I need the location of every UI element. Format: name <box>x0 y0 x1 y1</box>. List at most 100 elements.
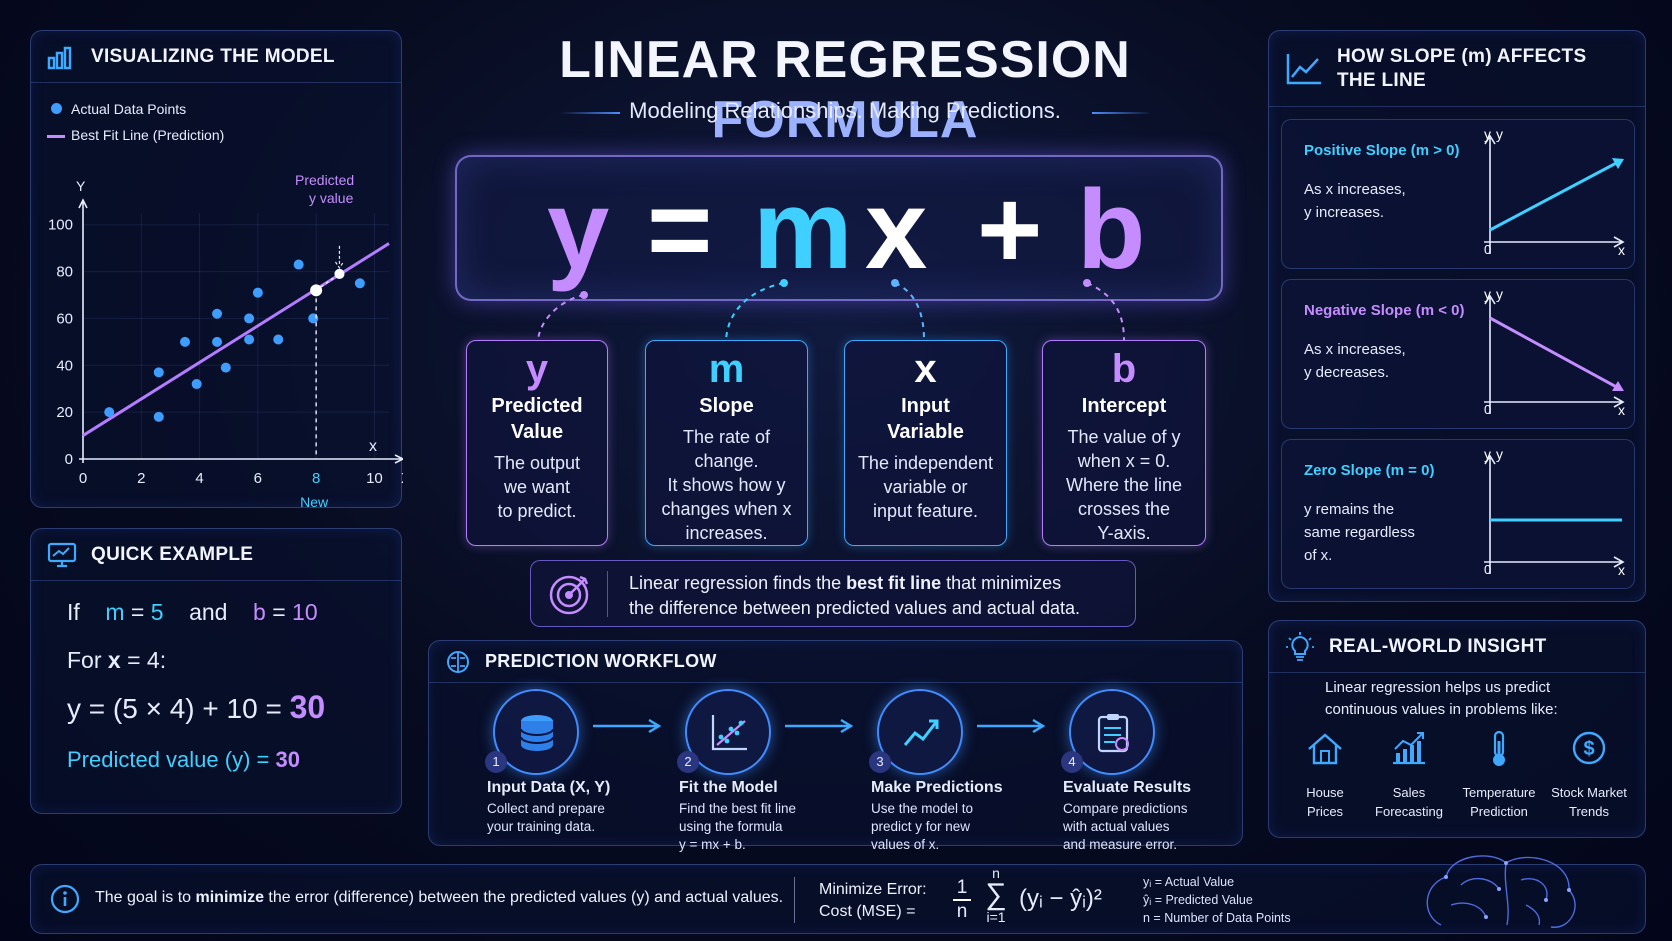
connector-dot-m <box>780 279 788 287</box>
scatter-chart: 0204060801000246810YXxPredictedy valueNe… <box>48 172 403 509</box>
new-input-label: New <box>300 494 329 509</box>
card-title-2: Value <box>510 421 564 443</box>
predicted-label: Predicted <box>295 172 354 188</box>
workflow-header: PREDICTION WORKFLOW <box>429 641 1242 683</box>
quick-example-header: QUICK EXAMPLE <box>31 529 401 581</box>
data-point <box>354 278 365 289</box>
example-m-value: 5 <box>150 599 164 625</box>
workflow-step-circle <box>493 689 579 775</box>
connector-dot-y <box>580 291 588 299</box>
formula-equals: = <box>647 167 713 292</box>
slope-case-title: Zero Slope (m = 0) <box>1304 462 1435 479</box>
workflow-step-title: Make Predictions <box>871 779 1003 796</box>
svg-text:$: $ <box>1583 738 1594 760</box>
card-title: Intercept <box>1081 395 1167 417</box>
slope-case-title: Positive Slope (m > 0) <box>1304 142 1460 159</box>
visualizing-panel: VISUALIZING THE MODEL Actual Data Points… <box>30 30 403 509</box>
brain-chip-icon <box>447 650 469 673</box>
page-subtitle: Modeling Relationships. Making Predictio… <box>629 98 1061 123</box>
data-point <box>180 336 190 347</box>
connector-dot-x <box>891 279 899 287</box>
y-tick-label: 20 <box>56 404 73 421</box>
workflow-step-number: 1 <box>485 751 507 773</box>
insight-item-label: House Prices <box>1306 785 1344 819</box>
insight-item-icon <box>1308 733 1342 765</box>
slope-axis-zero: 0 <box>1484 402 1492 417</box>
card-desc: The value of y when x = 0. Where the lin… <box>1065 427 1183 543</box>
formula-x: x <box>865 167 928 292</box>
data-point <box>244 334 255 345</box>
legend-line-icon <box>47 135 65 138</box>
insight-header: REAL-WORLD INSIGHT <box>1269 621 1645 673</box>
slope-axis-y: y <box>1484 286 1491 302</box>
example-calc: y = (5 × 4) + 10 = 30 <box>67 689 326 725</box>
workflow-step-circle <box>685 689 771 775</box>
card-intercept: b Intercept The value of y when x = 0. W… <box>1042 340 1206 546</box>
x-tick-label: 2 <box>137 470 145 487</box>
card-title-2: Variable <box>887 421 964 443</box>
data-point <box>191 379 202 390</box>
connector-x <box>894 282 925 341</box>
info-icon <box>50 884 80 914</box>
slope-axis-y: y <box>1484 126 1491 142</box>
insight-item: Temperature Prediction <box>1449 729 1549 821</box>
workflow-step-title: Evaluate Results <box>1063 779 1192 796</box>
title-accent: FORMULA <box>711 91 979 149</box>
slope-axis-y2: y <box>1496 286 1503 302</box>
connector-y <box>537 294 585 341</box>
connector-dot-b <box>1083 279 1091 287</box>
footer-divider <box>794 877 795 923</box>
card-title: Input <box>901 395 950 417</box>
line-chart-icon <box>1286 53 1321 84</box>
connector-m <box>725 282 785 341</box>
predicted-label-2: y value <box>309 190 354 206</box>
insight-item-label: Sales Forecasting <box>1375 785 1443 819</box>
workflow-step-icon <box>903 719 939 746</box>
x-tick-label: 8 <box>312 470 320 487</box>
insight-item-label: Stock Market Trends <box>1551 785 1627 819</box>
card-desc: The output we want to predict. <box>493 453 581 521</box>
legend-points: Actual Data Points <box>51 101 186 117</box>
card-predicted-value: y Predicted Value The output we want to … <box>466 340 608 546</box>
insight-item-icon <box>1493 730 1505 766</box>
slope-header: HOW SLOPE (m) AFFECTS THE LINE <box>1269 31 1645 107</box>
data-point <box>252 287 263 298</box>
card-input-variable: x Input Variable The independent variabl… <box>844 340 1007 546</box>
slope-case-graph <box>1484 454 1625 574</box>
slope-axis-zero: 0 <box>1484 242 1492 257</box>
data-point <box>212 336 223 347</box>
prediction-point <box>310 284 323 297</box>
slope-case-desc: As x increases,y decreases. <box>1304 341 1406 381</box>
example-result: 30 <box>289 689 326 725</box>
bar-chart-icon <box>47 46 72 69</box>
predicted-arrow <box>334 245 344 269</box>
connector-b <box>1086 282 1125 341</box>
insight-item-label: Temperature Prediction <box>1462 785 1536 819</box>
slope-panel: HOW SLOPE (m) AFFECTS THE LINE Positive … <box>1268 30 1646 602</box>
prediction-link <box>315 273 340 291</box>
workflow-step-title: Input Data (X, Y) <box>487 779 611 796</box>
mse-label: Minimize Error: Cost (MSE) = <box>819 881 927 920</box>
card-symbol: y <box>525 347 549 391</box>
callout-divider <box>607 571 608 617</box>
lightbulb-icon <box>1286 631 1314 661</box>
insight-item: House Prices <box>1275 729 1375 821</box>
x-tick-label: 10 <box>366 470 383 487</box>
card-slope: m Slope The rate of change. It shows how… <box>645 340 808 546</box>
x-marker-label: x <box>369 438 377 455</box>
x-axis-label: X <box>401 470 403 487</box>
data-point <box>220 362 231 373</box>
insight-intro: Linear regression helps us predict conti… <box>1325 679 1558 718</box>
target-icon <box>549 575 589 615</box>
slope-axis-zero: 0 <box>1484 562 1492 577</box>
mse-sum: n ∑ i=1 <box>985 865 1007 925</box>
card-desc: The rate of change. It shows how y chang… <box>661 427 792 543</box>
